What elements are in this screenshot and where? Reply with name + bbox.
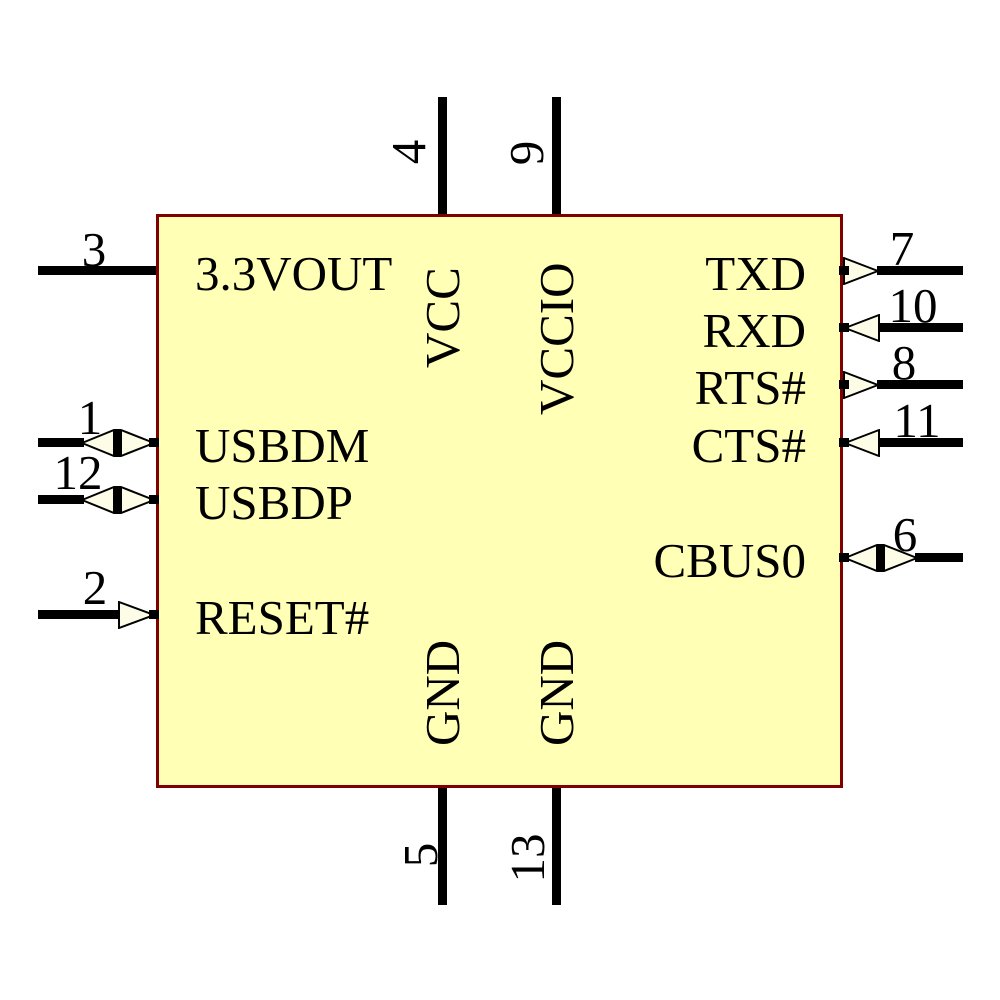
pin-7-label: TXD: [705, 246, 806, 301]
pin-4-number: 4: [381, 139, 436, 165]
pin-2-connection-nub: [149, 610, 159, 619]
pin-1-number: 1: [77, 390, 103, 445]
pin-1-connection-nub: [149, 438, 159, 447]
pin-10-input-arrow-icon: [843, 314, 880, 342]
pin-8-label: RTS#: [694, 360, 806, 415]
pin-11-input-arrow-icon: [843, 429, 880, 457]
pin-7-line[interactable]: [877, 266, 963, 275]
pin-12-number: 12: [53, 445, 103, 500]
pin-2-input-arrow-icon: [118, 601, 156, 629]
pin-3-number: 3: [81, 222, 107, 277]
pin-8-connection-nub: [839, 380, 849, 389]
pin-6-connection-nub: [839, 553, 849, 562]
pin-8-line[interactable]: [877, 380, 963, 389]
pin-9-number: 9: [499, 140, 554, 166]
pin-1-line[interactable]: [38, 438, 84, 447]
pin-6-line[interactable]: [915, 553, 963, 562]
pin-3-line[interactable]: [38, 266, 156, 275]
pin-12-label: USBDP: [195, 475, 353, 530]
pin-11-connection-nub: [839, 438, 849, 447]
component-body[interactable]: [156, 214, 843, 788]
pin-11-number: 11: [893, 393, 941, 448]
pin-5-number: 5: [393, 842, 448, 868]
pin-10-label: RXD: [702, 303, 806, 358]
pin-6-bidirectional-arrow-icon: [843, 544, 919, 572]
pin-5-label: GND: [415, 639, 470, 746]
pin-9-label: VCCIO: [529, 262, 584, 415]
pin-6-label: CBUS0: [653, 533, 806, 588]
pin-13-line[interactable]: [552, 788, 561, 905]
pin-1-bidirectional-arrow-icon: [80, 429, 156, 457]
pin-1-label: USBDM: [195, 418, 370, 473]
pin-13-label: GND: [529, 639, 584, 746]
pin-4-line[interactable]: [438, 97, 447, 214]
pin-12-bidirectional-arrow-icon: [80, 486, 156, 514]
pin-10-line[interactable]: [878, 323, 963, 332]
pin-4-label: VCC: [415, 267, 470, 368]
pin-3-label: 3.3VOUT: [195, 246, 393, 301]
pin-11-line[interactable]: [878, 438, 963, 447]
pin-9-line[interactable]: [552, 97, 561, 214]
pin-7-connection-nub: [839, 266, 849, 275]
pin-5-line[interactable]: [438, 788, 447, 905]
pin-13-number: 13: [500, 833, 555, 883]
pin-2-line[interactable]: [38, 610, 120, 619]
pin-8-number: 8: [891, 335, 917, 390]
pin-12-connection-nub: [149, 495, 159, 504]
pin-11-label: CTS#: [691, 418, 806, 473]
pin-10-number: 10: [888, 278, 938, 333]
pin-2-number: 2: [82, 560, 108, 615]
pin-7-number: 7: [889, 221, 915, 276]
pin-12-line[interactable]: [38, 495, 84, 504]
pin-10-connection-nub: [839, 323, 849, 332]
pin-6-number: 6: [892, 507, 918, 562]
pin-2-label: RESET#: [195, 590, 370, 645]
